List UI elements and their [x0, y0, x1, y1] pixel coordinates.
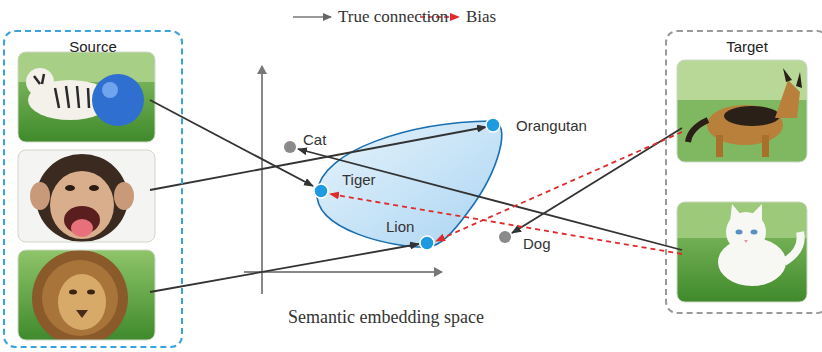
true-connection-arrows-part — [298, 149, 682, 250]
chimpanzee-photo-part — [18, 150, 155, 242]
bias-arrows — [330, 132, 682, 254]
lion-photo-part — [76, 310, 88, 318]
cat-photo-part — [751, 230, 758, 235]
photo-frame — [18, 150, 155, 242]
class-points — [284, 118, 511, 250]
legend-samples-part — [293, 16, 331, 18]
source-class-region — [317, 121, 502, 247]
bias-arrows-part — [330, 194, 682, 254]
class-points-part — [420, 236, 434, 250]
bias-arrows-part — [436, 132, 682, 241]
lion-photo — [18, 250, 155, 340]
legend-text: True connection — [338, 7, 448, 27]
chimpanzee-photo — [18, 150, 155, 242]
lion-photo-part — [42, 260, 118, 336]
photo-frame — [18, 52, 155, 142]
dog-photo-part — [688, 120, 708, 142]
class-label: Tiger — [340, 171, 378, 188]
true-connection-arrows-part — [150, 244, 419, 292]
lion-photo-part — [87, 290, 95, 295]
group-heading: Source — [5, 32, 181, 55]
dog-photo-part — [716, 135, 723, 157]
true-connection-arrows — [150, 100, 682, 292]
class-points-part — [314, 184, 328, 198]
tiger-photo-part — [18, 52, 155, 142]
photo-frame — [18, 250, 155, 340]
axis-title: Semantic embedding space — [286, 306, 486, 328]
photo-frame — [677, 60, 807, 162]
tiger-photo — [18, 52, 155, 142]
source-group-box: Source — [3, 30, 183, 348]
cat-photo-part — [744, 240, 748, 243]
class-label: Orangutan — [514, 117, 589, 134]
dog-photo-part — [677, 60, 807, 162]
cat-photo-part — [730, 204, 762, 222]
axes-part — [244, 271, 442, 273]
axes-part — [261, 66, 263, 294]
chimpanzee-photo-part — [65, 185, 75, 191]
chimpanzee-photo-part — [89, 185, 99, 191]
class-label: Lion — [384, 218, 416, 235]
lion-photo-part — [69, 290, 77, 295]
lion-photo-part — [32, 250, 128, 340]
dog-photo — [677, 60, 807, 162]
tiger-photo-part — [102, 82, 118, 98]
lion-photo-part — [58, 274, 106, 330]
chimpanzee-photo-part — [50, 171, 114, 239]
dog-photo-part — [724, 106, 780, 126]
cat-photo-part — [784, 232, 801, 262]
true-connection-arrows-part — [150, 100, 313, 186]
true-connection-arrows-part — [150, 127, 486, 190]
cat-photo-part — [677, 202, 807, 302]
class-points-part — [499, 231, 511, 243]
legend-text: Bias — [466, 7, 496, 27]
tiger-photo-part — [34, 74, 99, 108]
target-group-box: Target — [665, 30, 822, 314]
chimpanzee-photo-part — [114, 182, 134, 210]
photo-frame — [677, 202, 807, 302]
class-label: Cat — [301, 131, 328, 148]
class-points-part — [486, 118, 500, 132]
group-heading: Target — [667, 32, 822, 55]
class-points-part — [284, 141, 296, 153]
dog-photo-part — [783, 68, 802, 88]
cat-photo-part — [736, 230, 743, 235]
chimpanzee-photo-part — [30, 182, 50, 210]
cat-photo — [677, 202, 807, 302]
dog-photo-part — [762, 135, 769, 157]
tiger-photo-part — [92, 74, 144, 126]
chimpanzee-photo-part — [71, 219, 93, 237]
class-label: Dog — [521, 235, 553, 252]
